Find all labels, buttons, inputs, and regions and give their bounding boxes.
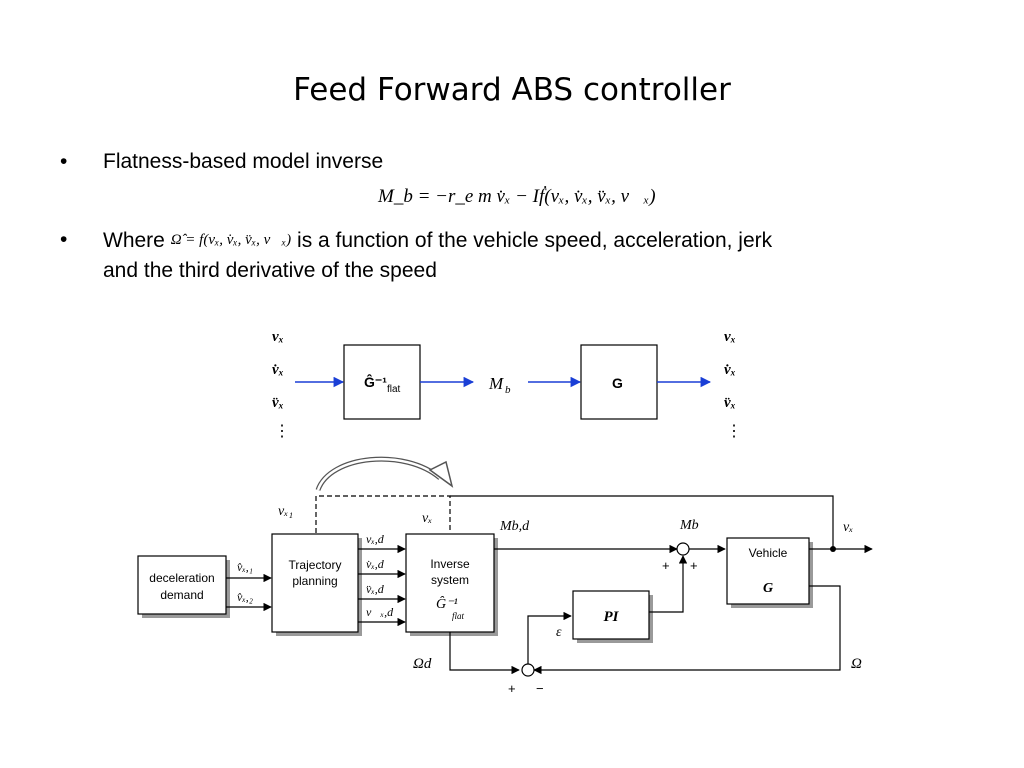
epsilon-label: ε — [556, 625, 562, 640]
vx-inverse-label: vₓ — [422, 511, 432, 526]
inverse-formula-sub: flat — [452, 611, 465, 621]
top-input-vx-ddot: v̈ₓ — [272, 395, 284, 411]
bullet-marker-2: • — [60, 228, 68, 251]
bullet-1-text: Flatness-based model inverse — [103, 150, 384, 173]
epsilon-line — [527, 611, 572, 664]
sum2-minus: − — [536, 681, 544, 696]
curved-arrow-head — [428, 460, 454, 488]
top-input-vx-dot: v̇ₓ — [272, 362, 284, 378]
bullet-marker-1: • — [60, 150, 68, 173]
vx-feedback-line — [450, 495, 834, 549]
top-mb-sub: b — [505, 384, 511, 396]
curved-arrow-inner — [316, 457, 441, 491]
pi-block — [572, 590, 650, 640]
vehicle-block — [726, 537, 810, 605]
sum-junction-2 — [521, 663, 535, 677]
traj-out-label-2: v̇ₓ,d — [366, 557, 385, 571]
vx1-label: vₓ₁ — [278, 504, 293, 519]
top-input-vx: vₓ — [272, 329, 284, 345]
pi-output-line — [649, 555, 688, 613]
traj-out-label-1: vₓ,d — [366, 532, 385, 546]
top-inverse-sub: flat — [387, 384, 401, 395]
omega-d-label: Ωd — [413, 656, 432, 672]
top-inverse-label: Ĝ⁻¹ — [364, 373, 387, 390]
slide-title: Feed Forward ABS controller — [293, 72, 731, 108]
omega-label: Ω — [851, 656, 862, 672]
bullet-2-body-line2: and the third derivative of the speed — [103, 259, 437, 282]
decel-out-2: v̂ₓ,₂ — [237, 590, 253, 604]
top-output-vx: vₓ — [724, 329, 736, 345]
sum2-plus: + — [508, 681, 516, 696]
omega-feedback-line — [533, 585, 841, 675]
mbd-label: Mb,d — [499, 519, 530, 534]
inverse-formula: Ĝ⁻¹ — [436, 595, 458, 612]
flatness-equation: M_b = −r_e m v̇ₓ − Iḟ(vₓ, v̇ₓ, v̈ₓ, v⃛ₓ) — [378, 186, 656, 207]
vx-output-label: vₓ — [843, 520, 853, 535]
decel-label-1: deceleration — [149, 571, 214, 585]
inverse-block — [405, 533, 495, 633]
decel-out-1: v̂ₓ,₁ — [237, 560, 253, 574]
top-output-vx-ddot: v̈ₓ — [724, 395, 736, 411]
vehicle-g-label: G — [763, 581, 773, 596]
top-plant-label: G — [612, 375, 623, 391]
decel-block — [137, 555, 227, 615]
inverse-label-2: system — [431, 573, 469, 587]
traj-label-2: planning — [292, 574, 337, 588]
dashed-connector — [315, 495, 451, 533]
top-input-ellipsis: ⋮ — [274, 423, 290, 440]
bullet-2-body: is a function of the vehicle speed, acce… — [297, 229, 773, 252]
traj-out-label-4: v⃛ₓ,d — [366, 605, 394, 619]
traj-label-1: Trajectory — [289, 558, 342, 572]
bullet-2-prefix: Where — [103, 229, 165, 252]
decel-label-2: demand — [160, 588, 203, 602]
sum1-plus-left: + — [662, 558, 670, 573]
bottom-diagram: vₓ₁ vₓ deceleration demand v̂ₓ,₁ v̂ₓ,₂ T… — [137, 456, 873, 696]
mb-label: Mb — [679, 518, 699, 533]
curved-arrow-shaft — [315, 456, 442, 492]
omega-d-line — [449, 632, 520, 675]
top-diagram: vₓ v̇ₓ v̈ₓ ⋮ Ĝ⁻¹ flat M b G vₓ v̇ₓ v̈ₓ ⋮ — [272, 329, 742, 440]
top-output-ellipsis: ⋮ — [726, 423, 742, 440]
omega-hat-formula: Ω̂ = f(vₓ, v̇ₓ, v̈ₓ, v⃛ₓ) — [170, 232, 292, 248]
inverse-label-1: Inverse — [430, 557, 470, 571]
top-mb-label: M — [488, 374, 504, 393]
bullet-2-text: Where Ω̂ = f(vₓ, v̇ₓ, v̈ₓ, v⃛ₓ) is a fun… — [103, 225, 933, 286]
sum1-plus-bottom: + — [690, 558, 698, 573]
pi-label: PI — [604, 609, 620, 625]
sum-junction-1 — [676, 542, 690, 556]
traj-block — [271, 533, 359, 633]
top-output-vx-dot: v̇ₓ — [724, 362, 736, 378]
traj-out-label-3: v̈ₓ,d — [366, 582, 385, 596]
vehicle-label: Vehicle — [749, 546, 788, 560]
